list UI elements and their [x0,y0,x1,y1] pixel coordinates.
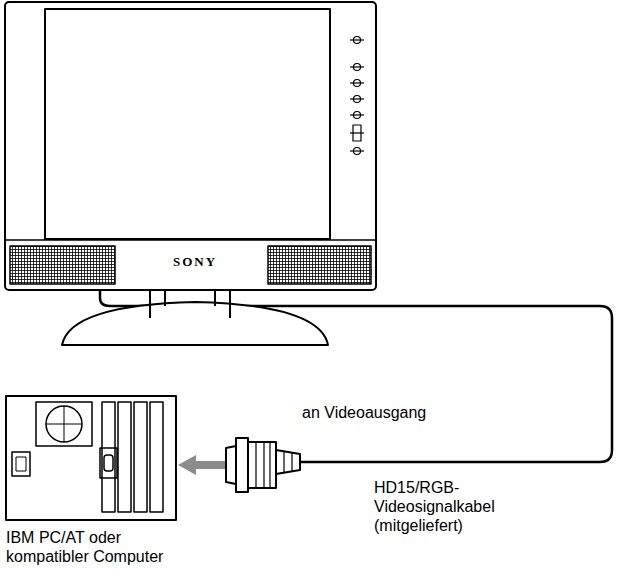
monitor-stand-neck [150,289,230,318]
monitor-screen [45,9,330,239]
monitor-buttons [350,37,364,155]
dsub-plug [226,446,236,484]
computer-case [6,396,176,520]
plug-arrow [178,455,232,475]
computer-label: IBM PC/AT oder kompatibler Computer [6,528,206,566]
speaker-grille [10,246,115,284]
port-label: an Videoausgang [302,403,502,422]
expansion-slots [100,402,163,512]
monitor-stand-base [62,302,328,345]
power-socket [12,452,30,476]
monitor-bezel [5,2,376,290]
speaker-grille [268,246,371,284]
cable-label: HD15/RGB- Videosignalkabel (mitgeliefert… [374,478,514,535]
fan-grille [36,402,92,446]
brand-name: SONY [150,255,240,269]
monitor-panel-line [5,239,376,241]
